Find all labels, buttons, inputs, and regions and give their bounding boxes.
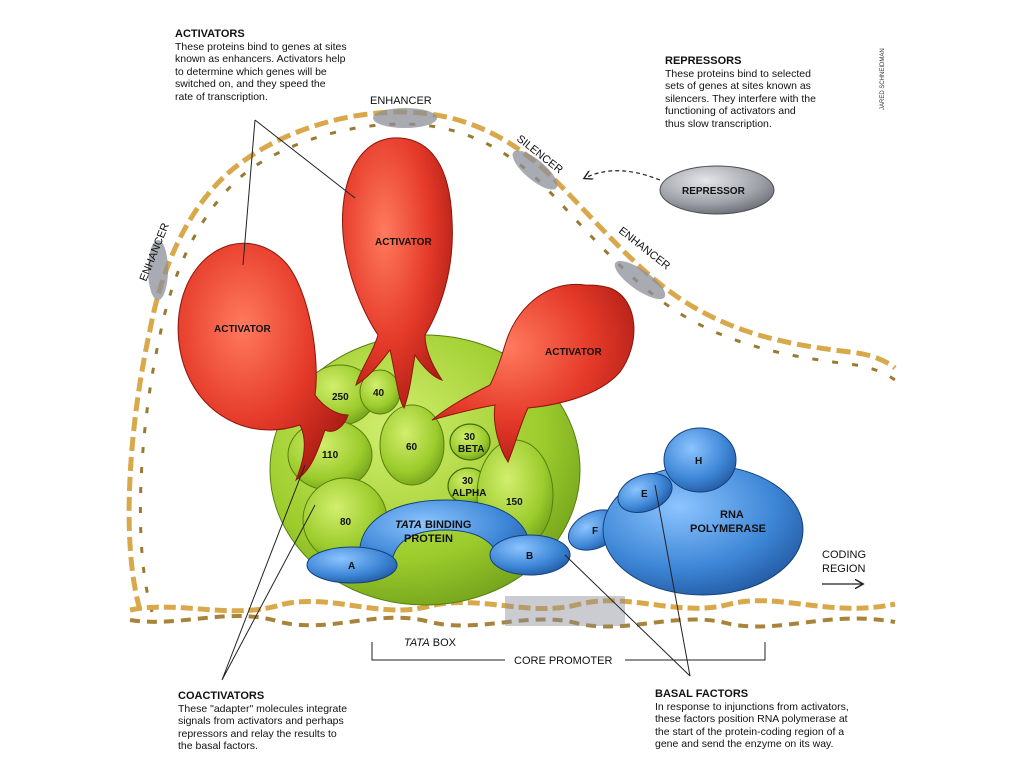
rna-polymerase-label-2: POLYMERASE: [690, 523, 766, 535]
enhancer-right-band: [614, 260, 666, 300]
basal-factors-line-2: these factors position RNA polymerase at: [655, 713, 848, 725]
coactivators-line-2: signals from activators and perhaps: [178, 715, 344, 727]
basal-factors-line-4: gene and send the enzyme on its way.: [655, 738, 834, 750]
tbp-label-italic: TATA: [395, 519, 422, 531]
taf-150-label: 150: [506, 497, 523, 508]
coactivators-annotation: COACTIVATORS These "adapter" molecules i…: [178, 690, 408, 753]
taf-30-beta: [449, 423, 491, 461]
activator-center: [341, 137, 453, 410]
factor-e-label: E: [641, 489, 648, 500]
artist-credit: JARED SCHNEIDMAN: [880, 48, 886, 110]
basal-factors-pointer: [564, 484, 691, 677]
dna-strand-bottom-1: [129, 598, 896, 614]
basal-factors: [306, 427, 804, 596]
activator-right: [431, 283, 635, 464]
tbp-label-line1: TATA BINDING: [395, 519, 471, 531]
activators-pointer: [242, 119, 356, 266]
enhancer-left-band: [148, 240, 168, 300]
repressors-title: REPRESSORS: [665, 55, 742, 67]
enhancer-top-band: [373, 108, 437, 128]
core-promoter-band: [505, 596, 625, 626]
taf-110-label: 110: [322, 450, 339, 461]
activators-title: ACTIVATORS: [175, 28, 245, 40]
coactivators-line-1: These "adapter" molecules integrate: [178, 702, 348, 715]
coactivators-line-4: the basal factors.: [178, 740, 258, 752]
repressor-arrow: [585, 170, 661, 181]
taf-30-alpha-label-num: 30: [462, 476, 474, 487]
factor-f-label: F: [592, 526, 598, 537]
repressor-label: REPRESSOR: [682, 186, 746, 197]
basal-factors-line-3: the start of the protein-coding region o…: [655, 725, 845, 738]
coactivators-line-3: repressors and relay the results to: [178, 727, 337, 740]
rna-polymerase-label-1: RNA: [720, 509, 744, 521]
activator-center-label: ACTIVATOR: [375, 237, 432, 248]
basal-factors-title: BASAL FACTORS: [655, 688, 749, 700]
repressors-line-2: sets of genes at sites known as: [665, 80, 811, 92]
core-promoter-label-bg: [505, 652, 625, 668]
enhancer-top-label: ENHANCER: [370, 95, 432, 107]
pointer-lines: [221, 119, 691, 681]
activators-line-3: to determine which genes will be: [175, 65, 327, 78]
activators-line-2: known as enhancers. Activators help: [175, 53, 346, 65]
dna-sites: [148, 108, 666, 626]
repressors-annotation: REPRESSORS These proteins bind to select…: [665, 55, 875, 130]
tata-box-label: TATA BOX: [404, 637, 457, 649]
activators-line-1: These proteins bind to genes at sites: [175, 40, 347, 53]
activator-right-label: ACTIVATOR: [545, 347, 602, 358]
dna-strand-1: [126, 109, 897, 611]
taf-30-beta-label-num: 30: [464, 432, 476, 443]
repressors-line-4: functioning of activators and: [665, 105, 796, 117]
taf-60: [379, 404, 445, 486]
tbp-label-line2: PROTEIN: [404, 533, 453, 545]
coactivators-title: COACTIVATORS: [178, 690, 265, 702]
factor-b: [489, 534, 571, 576]
coding-region-label-1: CODING: [822, 549, 866, 561]
factor-b-label: B: [526, 551, 533, 562]
coding-region-label-2: REGION: [822, 563, 865, 575]
repressor-protein: [659, 165, 775, 215]
basal-factors-annotation: BASAL FACTORS In response to injunctions…: [655, 688, 895, 751]
activators-annotation: ACTIVATORS These proteins bind to genes …: [175, 28, 385, 103]
taf-30-alpha-label-name: ALPHA: [452, 488, 486, 499]
repressors-line-1: These proteins bind to selected: [665, 67, 811, 80]
basal-factors-line-1: In response to injunctions from activato…: [655, 700, 849, 713]
activators-line-4: switched on, and they speed the: [175, 78, 326, 90]
tata-box-rest: BOX: [430, 637, 457, 649]
tbp-label-rest: BINDING: [422, 519, 472, 531]
coactivators-pointer: [221, 464, 316, 681]
repressors-line-5: thus slow transcription.: [665, 117, 772, 130]
repressors-line-3: silencers. They interfere with the: [665, 92, 816, 105]
factor-a: [306, 546, 398, 584]
dna-strand-bottom-2: [129, 614, 896, 629]
activator-left: [177, 242, 349, 482]
dna-double-helix: [126, 109, 897, 629]
activator-left-label: ACTIVATOR: [214, 324, 271, 335]
factor-h: [663, 427, 737, 493]
taf-40-label: 40: [373, 388, 385, 399]
factor-h-label: H: [695, 456, 702, 467]
factor-a-label: A: [348, 561, 355, 572]
core-promoter-label: CORE PROMOTER: [514, 655, 612, 667]
activators-line-5: rate of transcription.: [175, 90, 268, 103]
tata-box-italic: TATA: [404, 637, 430, 649]
dna-strand-2: [138, 122, 896, 613]
taf-250-label: 250: [332, 392, 349, 403]
taf-60-label: 60: [406, 442, 418, 453]
silencer-band: [512, 150, 558, 190]
taf-30-beta-label-name: BETA: [458, 444, 484, 455]
taf-80-label: 80: [340, 517, 352, 528]
activators: [177, 137, 635, 482]
